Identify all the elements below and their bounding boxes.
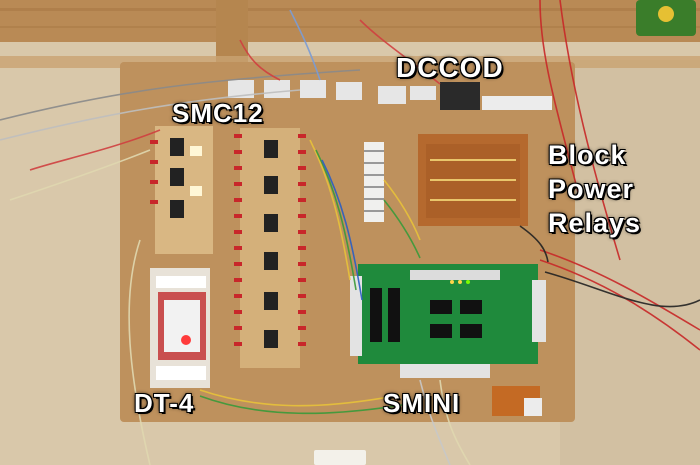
label-dccod: DCCOD [396, 52, 504, 83]
smc12-board-center [240, 128, 300, 368]
label-block-line-2: Power [548, 174, 635, 204]
label-block-line-3: Relays [548, 208, 642, 238]
top-beam-grain-2 [0, 26, 700, 28]
smc12-board-left [155, 126, 213, 254]
green-device-dial [658, 6, 674, 22]
dt4-board [150, 268, 210, 388]
label-block-power-relays: Block Power Relays [548, 138, 641, 240]
label-dt4: DT-4 [134, 388, 195, 418]
top-beam [0, 0, 700, 42]
top-terminal-blocks [228, 80, 552, 110]
label-block-line-1: Block [548, 140, 627, 170]
smini-board [350, 264, 546, 378]
label-smc12: SMC12 [172, 98, 264, 128]
smc12-red-terminals [150, 134, 306, 346]
bottom-right-terminal [524, 398, 542, 416]
relay-board [418, 134, 528, 226]
wall-shadow-right [560, 60, 700, 465]
center-terminal-strip [364, 142, 384, 222]
wall-outlet [314, 450, 366, 465]
label-smini: SMINI [383, 388, 461, 418]
top-beam-grain [0, 8, 700, 11]
